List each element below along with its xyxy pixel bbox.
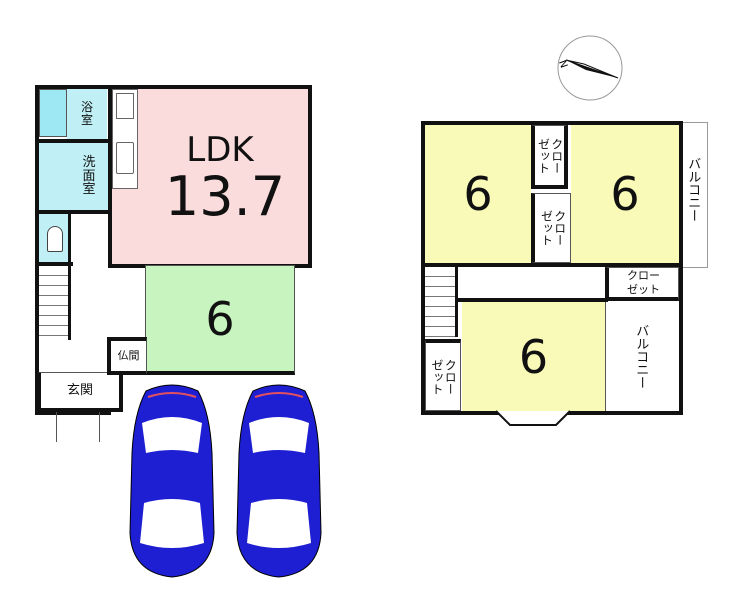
balcony-east: バルコニー — [680, 122, 708, 268]
sink-icon — [116, 142, 134, 174]
kitchen-counter — [112, 89, 138, 189]
butsuma: 仏間 — [107, 337, 147, 375]
car-icon — [129, 384, 215, 578]
balcony-south: バルコニー — [607, 302, 679, 411]
stairs — [39, 266, 71, 340]
ldk-label: LDK — [186, 129, 254, 170]
wall — [37, 210, 109, 214]
toilet-icon — [47, 226, 63, 252]
bathroom: 浴 室 — [67, 89, 107, 139]
bathroom-label: 浴 室 — [80, 99, 93, 127]
entrance-door — [56, 412, 100, 442]
bathtub — [39, 89, 67, 137]
balcony-label: バルコニー — [633, 324, 649, 389]
wall — [425, 263, 679, 267]
wall — [37, 262, 73, 266]
toilet — [39, 214, 71, 262]
balcony-label: バルコニー — [685, 157, 701, 222]
compass-north-icon: N — [556, 35, 623, 101]
closet-label: クロー ゼット — [536, 137, 564, 174]
wall — [458, 298, 608, 302]
closet-label: クロー ゼット — [430, 358, 458, 395]
japanese-room-size: 6 — [205, 291, 235, 346]
closet: クロー ゼット — [425, 339, 461, 411]
bedroom-northeast-size: 6 — [610, 167, 640, 221]
stairs — [425, 267, 458, 337]
closet-label: クロー ゼット — [627, 269, 660, 296]
closet: クロー ゼット — [605, 267, 679, 301]
entrance: 玄関 — [37, 372, 123, 412]
butsuma-label: 仏間 — [117, 349, 140, 363]
bay-window — [495, 410, 571, 426]
bedroom-south: 6 — [462, 302, 606, 411]
ldk-size: 13.7 — [164, 164, 286, 228]
closet: クロー ゼット — [531, 193, 571, 263]
bedroom-south-size: 6 — [518, 329, 549, 384]
bedroom-northwest-size: 6 — [463, 167, 493, 221]
bedroom-northeast: 6 — [571, 125, 679, 263]
wall — [37, 139, 109, 143]
svg-text:N: N — [556, 59, 569, 70]
washroom: 洗 面 室 — [39, 143, 109, 210]
closet: クロー ゼット — [531, 125, 568, 189]
japanese-room: 6 — [145, 265, 295, 375]
washroom-label: 洗 面 室 — [82, 155, 96, 198]
floor1-west-wall — [35, 85, 111, 415]
stove-icon — [116, 93, 134, 119]
car-icon — [236, 384, 322, 578]
closet-label: クロー ゼット — [539, 210, 567, 246]
ldk-room: LDK 13.7 — [108, 85, 312, 268]
bedroom-northwest: 6 — [425, 125, 531, 263]
entrance-label: 玄関 — [66, 382, 93, 398]
